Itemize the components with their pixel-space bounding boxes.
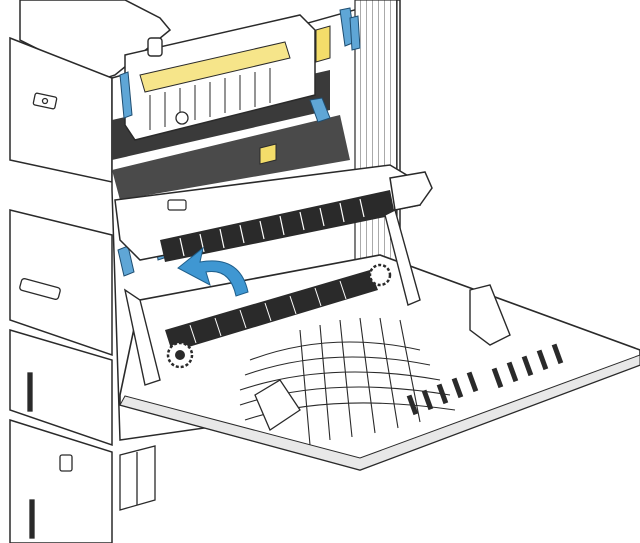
fuser-handle-tab[interactable]: [147, 37, 163, 57]
lower-front-panel: [9, 328, 113, 447]
power-button-icon[interactable]: [32, 92, 58, 110]
middle-front-panel: [9, 209, 113, 357]
side-wall-ribs: [354, 0, 398, 301]
transfer-roller-assembly: [114, 164, 433, 262]
caution-label: [315, 25, 331, 63]
paper-tray-panel: [9, 418, 113, 543]
front-panel-details: [19, 92, 156, 539]
fuser-assembly: [124, 14, 331, 165]
roller-release-handle[interactable]: [389, 171, 433, 211]
curved-arrow-icon: [177, 246, 249, 297]
tray-handle[interactable]: [59, 454, 73, 472]
fuser-warning-strip: [139, 41, 291, 93]
tray-latch-icon[interactable]: [27, 372, 33, 412]
tray-slot: [19, 278, 61, 300]
tray-lower-latch-icon[interactable]: [29, 499, 35, 539]
right-access-door[interactable]: [119, 208, 640, 471]
